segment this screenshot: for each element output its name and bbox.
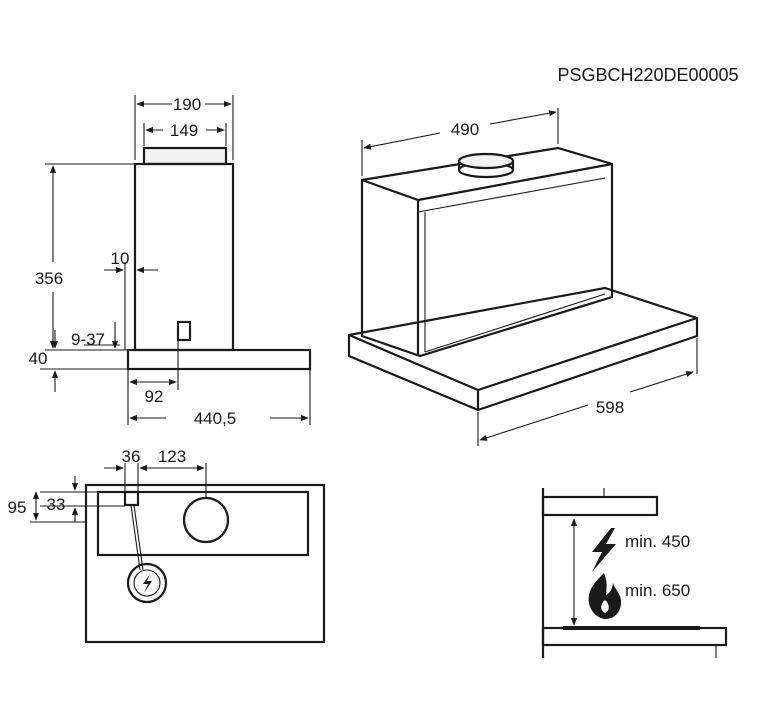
clearance-cooktop	[541, 626, 728, 647]
bottom-plate	[126, 348, 312, 371]
side-view: 190 149 356 10 9-37 40 92	[29, 95, 312, 428]
dim-10: 10	[111, 249, 130, 268]
dim-33: 33	[47, 495, 66, 514]
clearance-gas-text: min. 650	[625, 581, 690, 600]
clearance-hood	[541, 495, 659, 517]
top-duct-circle	[182, 496, 230, 544]
clearance-electric-text: min. 450	[625, 532, 690, 551]
terminal-box	[176, 320, 192, 342]
dim-123: 123	[158, 447, 186, 466]
top-inner-panel	[96, 490, 310, 557]
dim-95: 95	[8, 498, 27, 517]
flame-icon	[588, 573, 622, 619]
duct-collar-top	[457, 152, 515, 170]
clearance-diagram: min. 450 min. 650	[541, 488, 728, 658]
dim-490: 490	[451, 120, 479, 139]
dim-92: 92	[145, 387, 164, 406]
document-code: PSGBCH220DE00005	[557, 65, 738, 85]
main-box	[360, 146, 614, 358]
electric-socket-icon	[126, 562, 168, 604]
isometric-view: 490 598	[347, 108, 699, 446]
dim-36: 36	[122, 447, 141, 466]
dim-356: 356	[35, 269, 63, 288]
chimney-collar	[142, 146, 228, 166]
bottom-slab	[347, 286, 699, 412]
top-view: 36 123 95 33	[8, 447, 326, 644]
dim-40: 40	[29, 349, 48, 368]
dim-440-5: 440,5	[194, 409, 237, 428]
dim-598: 598	[596, 398, 624, 417]
dim-149: 149	[170, 121, 198, 140]
dim-9-37: 9-37	[71, 330, 105, 349]
top-terminal	[123, 490, 140, 507]
lightning-icon	[592, 528, 616, 572]
top-outline	[84, 483, 326, 644]
dim-190: 190	[173, 95, 201, 114]
